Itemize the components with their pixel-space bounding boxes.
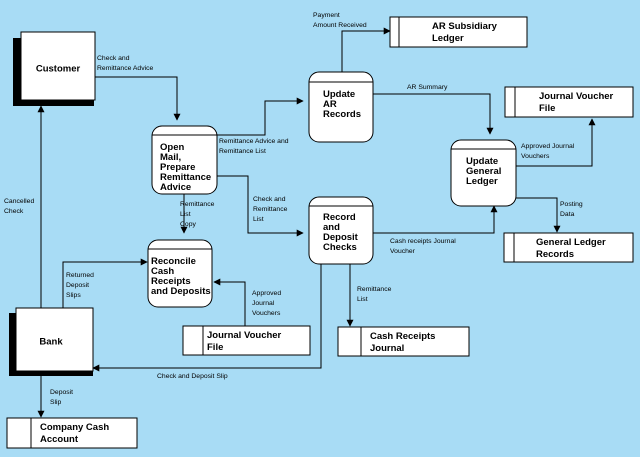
store-jv-file-bottom-label: Journal Voucher File bbox=[207, 330, 284, 353]
flow-labels: Check and Remittance Advice Payment Amou… bbox=[4, 12, 585, 406]
store-cash-receipts-label: Cash Receipts Journal bbox=[370, 331, 438, 354]
process-reconcile: Reconcile Cash Receipts and Deposits bbox=[147, 239, 213, 308]
store-jv-file-bottom: Journal Voucher File bbox=[182, 325, 311, 356]
label-check-remittance-advice: Check and Remittance Advice bbox=[97, 55, 154, 72]
process-update-ar-label: Update AR Records bbox=[323, 89, 361, 120]
store-company-cash: Company Cash Account bbox=[6, 417, 138, 449]
process-open-mail: Open Mail, Prepare Remittance Advice bbox=[151, 125, 218, 195]
store-jv-file-top: Journal Voucher File bbox=[504, 86, 634, 118]
flow-check-remittance-advice bbox=[94, 76, 181, 121]
entity-bank-label: Bank bbox=[39, 337, 63, 348]
flow-cash-receipts-jv bbox=[373, 205, 498, 234]
label-posting-data: Posting Data bbox=[560, 201, 585, 218]
store-cash-receipts: Cash Receipts Journal bbox=[337, 326, 470, 357]
process-update-gl-label: Update General Ledger bbox=[466, 156, 504, 187]
store-gl-records: General Ledger Records bbox=[503, 232, 634, 263]
label-remittance-list: Remittance List bbox=[357, 286, 393, 303]
process-open-mail-label: Open Mail, Prepare Remittance Advice bbox=[160, 142, 214, 193]
label-returned-deposit: Returned Deposit Slips bbox=[66, 272, 96, 299]
label-deposit-slip: Deposit Slip bbox=[50, 389, 75, 406]
entity-bank: Bank bbox=[9, 307, 94, 376]
label-check-remittance-list: Check and Remittance List bbox=[253, 196, 289, 223]
process-update-gl: Update General Ledger bbox=[450, 139, 517, 207]
flow-remittance-advice-list bbox=[217, 97, 304, 136]
entity-customer-label: Customer bbox=[36, 64, 81, 75]
store-jv-file-top-label: Journal Voucher File bbox=[539, 91, 616, 114]
flow-lines bbox=[37, 27, 596, 418]
store-gl-records-label: General Ledger Records bbox=[536, 237, 608, 260]
entity-customer: Customer bbox=[13, 31, 96, 106]
flow-check-deposit-slip bbox=[92, 262, 322, 372]
flow-approved-jv-top bbox=[516, 118, 596, 167]
process-update-ar: Update AR Records bbox=[308, 71, 374, 143]
store-ar-subsidiary: AR Subsidiary Ledger bbox=[389, 16, 528, 48]
flow-check-remittance-list bbox=[217, 175, 304, 237]
label-remittance-list-copy: Remittance List Copy bbox=[180, 201, 216, 228]
label-check-deposit-slip: Check and Deposit Slip bbox=[157, 373, 228, 380]
label-approved-jv-top: Approved Journal Vouchers bbox=[521, 143, 576, 160]
label-payment-amount: Payment Amount Received bbox=[313, 12, 367, 29]
flow-ar-summary bbox=[373, 93, 494, 135]
store-ar-subsidiary-label: AR Subsidiary Ledger bbox=[432, 21, 500, 44]
flow-approved-jv-bottom bbox=[213, 278, 246, 326]
process-reconcile-label: Reconcile Cash Receipts and Deposits bbox=[151, 256, 211, 297]
label-ar-summary: AR Summary bbox=[407, 84, 448, 91]
label-cash-receipts-jv: Cash receipts Journal Voucher bbox=[390, 238, 458, 255]
store-company-cash-label: Company Cash Account bbox=[40, 422, 112, 445]
label-cancelled-check: Cancelled Check bbox=[4, 198, 36, 215]
flow-returned-deposit bbox=[62, 258, 148, 310]
flow-posting-data bbox=[516, 197, 561, 233]
process-record-deposit-label: Record and Deposit Checks bbox=[323, 212, 360, 253]
process-record-deposit: Record and Deposit Checks bbox=[308, 196, 374, 265]
flow-payment-amount bbox=[341, 27, 391, 72]
label-approved-jv-bottom: Approved Journal Vouchers bbox=[252, 290, 283, 317]
label-remittance-advice-list: Remittance Advice and Remittance List bbox=[219, 138, 290, 155]
